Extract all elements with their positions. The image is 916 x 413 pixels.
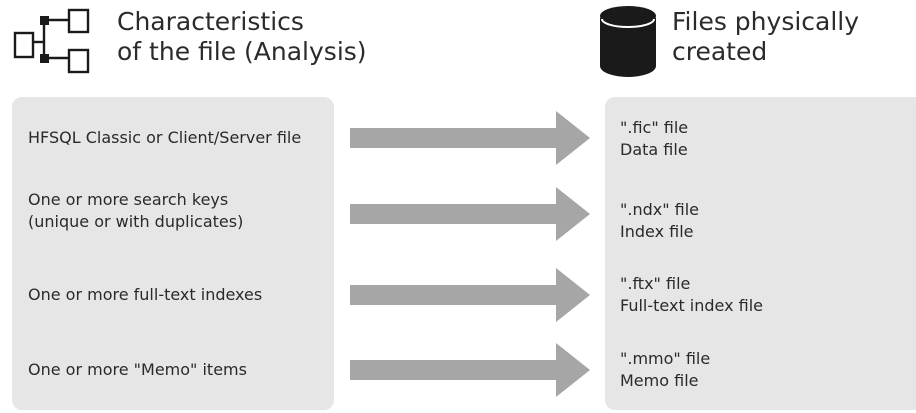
right-arrow-icon (350, 184, 592, 244)
left-header-line2: of the file (Analysis) (117, 37, 367, 66)
characteristic-label: One or more search keys (unique or with … (28, 190, 244, 231)
right-column-header: Files physically created (672, 7, 859, 67)
characteristics-panel (12, 97, 334, 410)
right-arrow-icon (350, 108, 592, 168)
right-arrow-icon (350, 340, 592, 400)
files-panel (605, 97, 916, 410)
right-header-line2: created (672, 37, 768, 66)
characteristic-label: HFSQL Classic or Client/Server file (28, 128, 302, 147)
right-arrow-icon (350, 265, 592, 325)
hierarchy-tree-icon (12, 6, 92, 76)
left-column-header: Characteristics of the file (Analysis) (117, 7, 367, 67)
file-label: ".ndx" file Index file (620, 200, 700, 241)
database-cylinder-icon (598, 4, 658, 80)
file-label: ".mmo" file Memo file (620, 349, 711, 390)
characteristic-label: One or more "Memo" items (28, 360, 247, 379)
right-header-line1: Files physically (672, 7, 860, 36)
file-label: ".ftx" file Full-text index file (620, 274, 764, 315)
left-header-line1: Characteristics (117, 7, 304, 36)
characteristic-label: One or more full-text indexes (28, 285, 263, 304)
file-label: ".fic" file Data file (620, 118, 689, 159)
